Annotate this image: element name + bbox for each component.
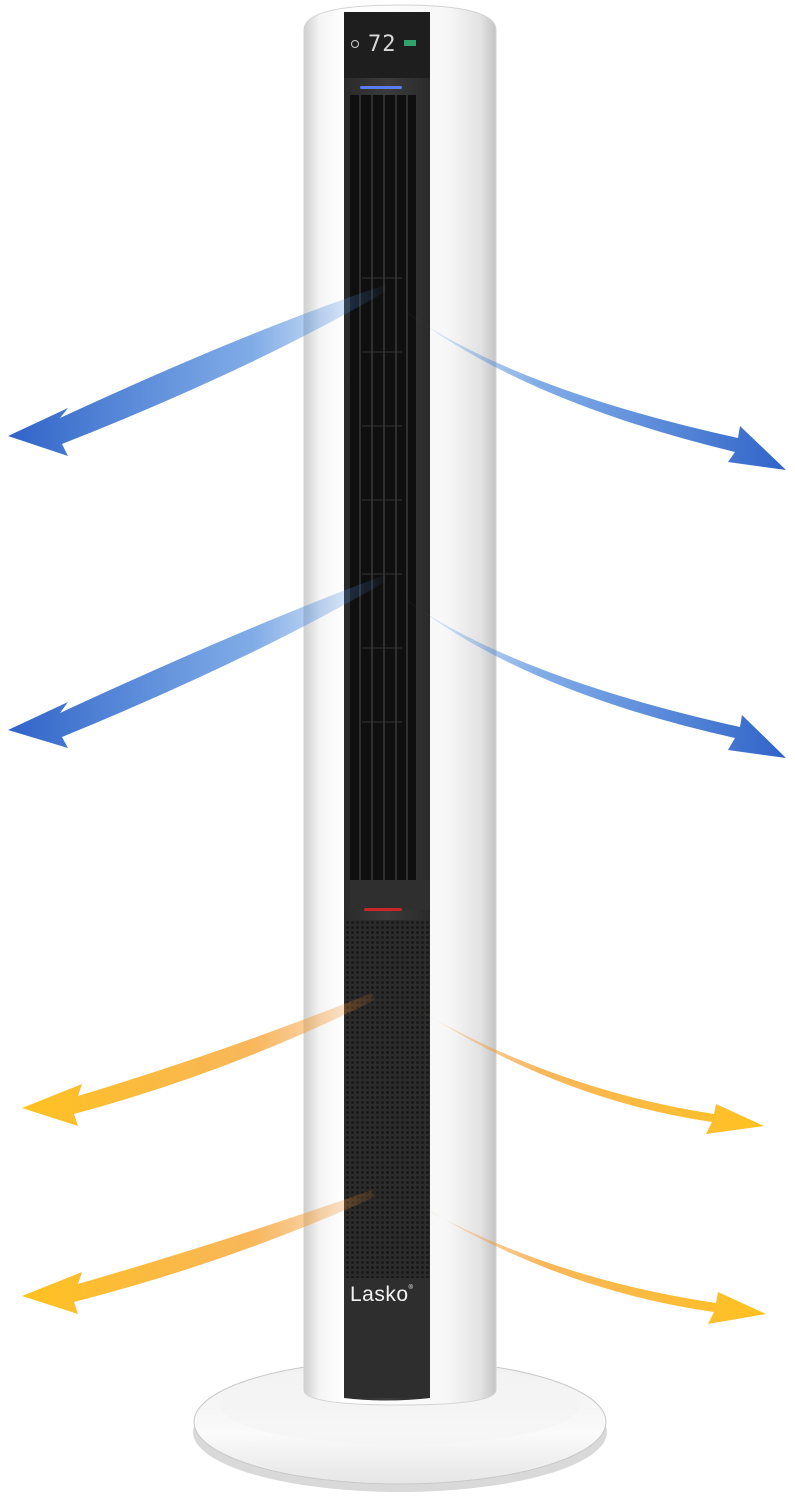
clock-icon [351, 40, 359, 48]
control-display [344, 12, 430, 89]
brand-logo: Lasko® [350, 1283, 413, 1307]
arrow-left-icon [22, 1190, 375, 1314]
mode-indicator [404, 40, 416, 46]
arrow-left-icon [8, 575, 385, 748]
cool-airflow-arrows [8, 285, 786, 758]
arrow-left-icon [22, 993, 375, 1126]
registered-mark: ® [408, 1285, 414, 1291]
heater-mesh [344, 920, 430, 1398]
arrow-right-icon [425, 1208, 766, 1324]
temperature-readout: 72 [368, 32, 397, 57]
arrow-right-icon [405, 310, 786, 470]
heat-indicator-bar [364, 908, 402, 911]
arrow-right-icon [405, 598, 786, 758]
arrow-right-icon [420, 1010, 764, 1134]
brand-name: Lasko [350, 1283, 409, 1306]
warm-airflow-arrows [22, 993, 766, 1324]
arrow-left-icon [8, 285, 385, 456]
cool-indicator-bar [360, 86, 402, 89]
fan-grille [350, 95, 430, 911]
